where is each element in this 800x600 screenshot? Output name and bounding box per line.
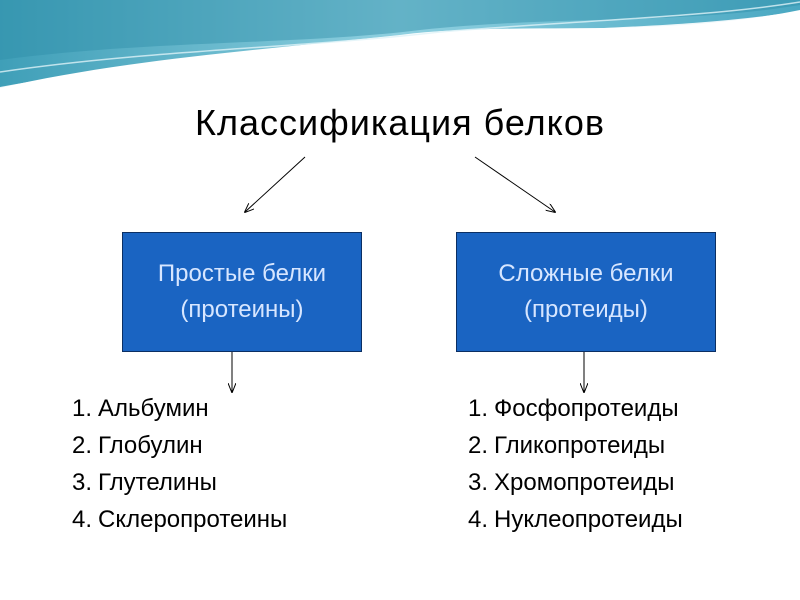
- list-item-number: 2.: [467, 432, 488, 459]
- list-item-number: 1.: [71, 395, 92, 422]
- list-item-text: Альбумин: [98, 395, 209, 422]
- list-item-text: Глутелины: [98, 469, 217, 496]
- list-item: 3.Глутелины: [62, 464, 287, 501]
- list-item: 2.Глобулин: [62, 427, 287, 464]
- list-item-text: Нуклеопротеиды: [494, 506, 683, 533]
- list-item-text: Глобулин: [98, 432, 203, 459]
- list-item-number: 4.: [467, 506, 488, 533]
- list-item-number: 1.: [467, 395, 488, 422]
- complex-proteins-sublabel: (протеиды): [524, 296, 648, 323]
- list-item-text: Склеропротеины: [98, 506, 288, 533]
- list-item: 3.Хромопротеиды: [458, 464, 683, 501]
- simple-proteins-list: 1.Альбумин 2.Глобулин 3.Глутелины 4.Скле…: [62, 390, 287, 538]
- complex-proteins-list: 1.Фосфопротеиды 2.Гликопротеиды 3.Хромоп…: [458, 390, 683, 538]
- diagram-title: Классификация белков: [195, 102, 605, 143]
- list-item-text: Фосфопротеиды: [494, 395, 679, 422]
- arrow-title-to-right-box: [474, 156, 555, 212]
- list-item-number: 2.: [71, 432, 92, 459]
- list-item-number: 4.: [71, 506, 92, 533]
- list-item: 4.Склеропротеины: [62, 501, 287, 538]
- list-item: 1.Альбумин: [62, 390, 287, 427]
- simple-proteins-sublabel: (протеины): [180, 296, 304, 323]
- list-item: 4.Нуклеопротеиды: [458, 501, 683, 538]
- list-item-number: 3.: [467, 469, 488, 496]
- list-item-number: 3.: [71, 469, 92, 496]
- simple-proteins-box: Простые белки (протеины): [122, 232, 362, 352]
- header-wave-decoration: [0, 0, 800, 89]
- arrow-title-to-left-box: [245, 156, 306, 212]
- list-item-text: Хромопротеиды: [494, 469, 675, 496]
- list-item: 1.Фосфопротеиды: [458, 390, 683, 427]
- complex-proteins-box: Сложные белки (протеиды): [456, 232, 716, 352]
- simple-proteins-label: Простые белки: [157, 260, 327, 287]
- list-item-text: Гликопротеиды: [494, 432, 666, 459]
- complex-proteins-label: Сложные белки: [498, 260, 674, 287]
- list-item: 2.Гликопротеиды: [458, 427, 683, 464]
